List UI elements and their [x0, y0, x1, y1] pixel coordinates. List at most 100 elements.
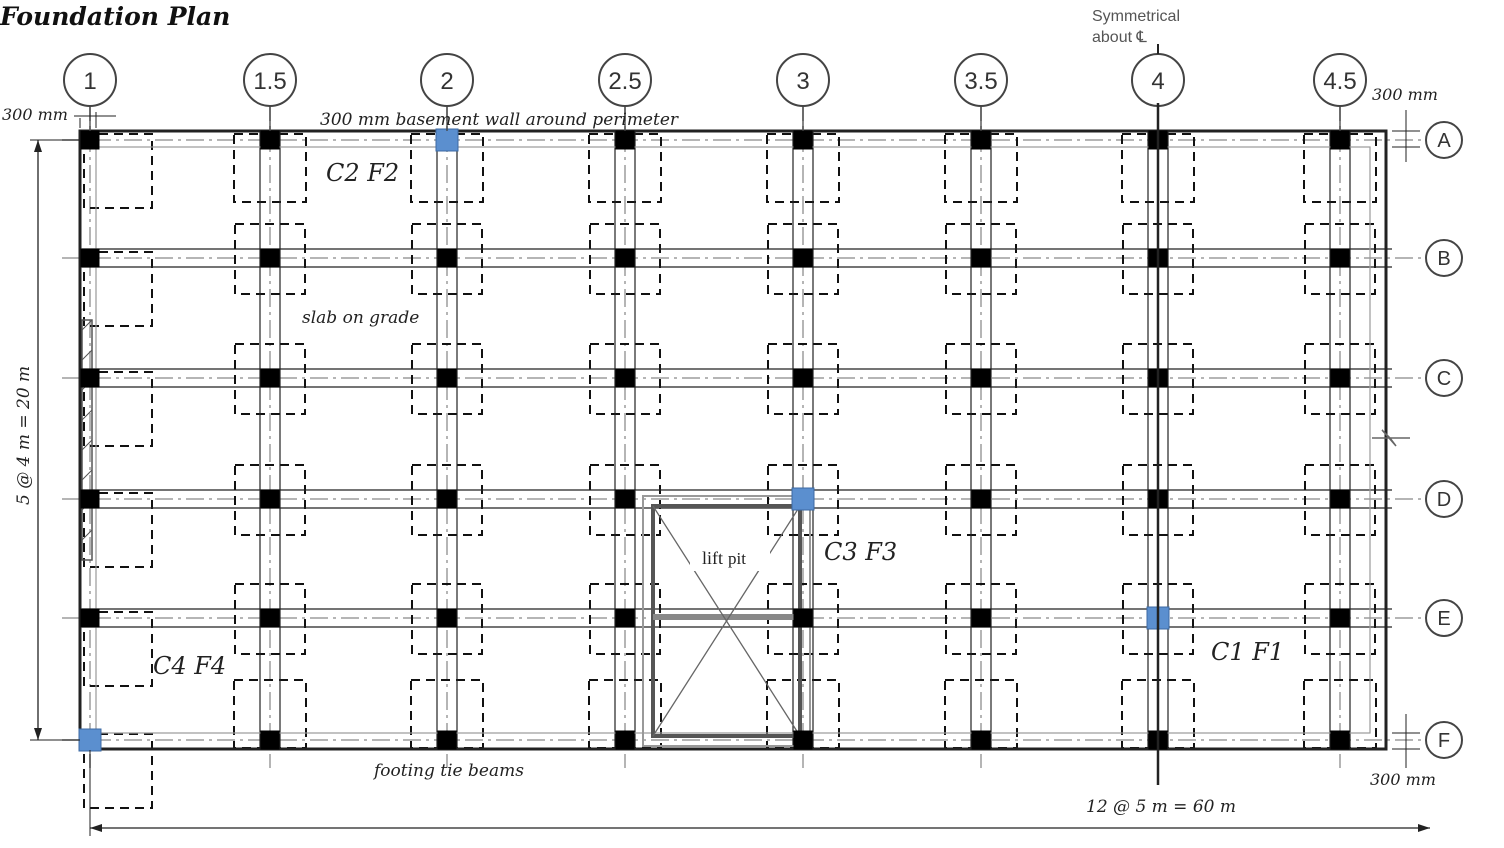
lift-pit-diagonal-2 [652, 505, 801, 737]
dim-arrow-horizontal-right [1418, 824, 1430, 832]
column-1.5-d [260, 489, 280, 509]
footing-1-d [83, 492, 153, 568]
column-3-f [793, 730, 813, 750]
break-line-symbol [1372, 429, 1410, 447]
grid-label-row-d: D [1437, 489, 1451, 511]
symmetry-note-line-2: about ℄ [1092, 29, 1147, 46]
tie-beams-label: footing tie beams [372, 761, 524, 781]
footing-2.5-d [589, 464, 661, 536]
column-1.5-b [260, 248, 280, 268]
footing-3.5-e [945, 583, 1017, 655]
grid-bubble-col-2 [420, 53, 474, 107]
dim-wall-right-bottom: 300 mm [1370, 770, 1436, 789]
grid-label-col-4.5: 4.5 [1323, 68, 1356, 95]
basement-wall-inner [95, 146, 1371, 734]
footing-2-e [411, 583, 483, 655]
column-4.5-a [1330, 130, 1350, 150]
dim-vertical-span: 5 @ 4 m = 20 m [14, 366, 34, 505]
footing-1-b [83, 251, 153, 327]
footing-1-e [83, 611, 153, 687]
column-2-e [437, 608, 457, 628]
footing-1-c [83, 371, 153, 447]
column-4.5-c [1330, 368, 1350, 388]
column-2-a [435, 128, 459, 152]
footing-3.5-f [944, 679, 1018, 749]
column-4.5-d [1330, 489, 1350, 509]
dim-arrow-vertical-top [34, 140, 42, 152]
column-2-b [437, 248, 457, 268]
column-2.5-d [615, 489, 635, 509]
column-3.5-b [971, 248, 991, 268]
column-1.5-c [260, 368, 280, 388]
grid-label-col-3: 3 [796, 68, 809, 95]
grid-label-col-2: 2 [440, 68, 453, 95]
column-3.5-e [971, 608, 991, 628]
tag-c3-f3: C3 F3 [824, 538, 897, 566]
dim-arrow-horizontal-left [90, 824, 102, 832]
column-1-f [78, 728, 102, 752]
dim-arrow-vertical-bottom [34, 728, 42, 740]
column-3.5-f [971, 730, 991, 750]
grid-label-col-2.5: 2.5 [608, 68, 641, 95]
grid-bubble-col-3.5 [954, 53, 1008, 107]
column-3-d [791, 487, 815, 511]
grid-label-col-4: 4 [1151, 68, 1164, 95]
lift-pit-label-bg [690, 543, 770, 571]
grid-bubble-row-a [1425, 121, 1463, 159]
footing-1.5-b [234, 223, 306, 295]
column-1-b [80, 248, 100, 268]
footing-2.5-b [589, 223, 661, 295]
grid-label-row-b: B [1437, 248, 1450, 270]
symmetry-note: Symmetrical about ℄ [1092, 6, 1180, 48]
column-1.5-a [260, 130, 280, 150]
dim-wall-left: 300 mm [2, 105, 68, 124]
column-3.5-a [971, 130, 991, 150]
tag-c2-f2: C2 F2 [326, 159, 399, 187]
lift-pit-label-italic: lift [702, 548, 723, 568]
basement-wall-label: 300 mm basement wall around perimeter [320, 110, 679, 130]
footing-2.5-f [588, 679, 662, 749]
footing-2-d [411, 464, 483, 536]
column-3-b [793, 248, 813, 268]
grid-bubble-row-d [1425, 480, 1463, 518]
grid-bubble-col-1.5 [243, 53, 297, 107]
column-2-c [437, 368, 457, 388]
grid-bubble-col-1 [63, 53, 117, 107]
drawing-title: Foundation Plan [0, 2, 231, 31]
footing-2-b [411, 223, 483, 295]
grid-bubble-row-c [1425, 359, 1463, 397]
column-1-a [80, 130, 100, 150]
column-3-a [793, 130, 813, 150]
grid-bubble-col-2.5 [598, 53, 652, 107]
grid-bubble-row-f [1425, 721, 1463, 759]
footing-3.5-b [945, 223, 1017, 295]
column-2-f [437, 730, 457, 750]
footing-4.5-e [1304, 583, 1376, 655]
basement-wall-outer [78, 129, 1388, 751]
column-4.5-b [1330, 248, 1350, 268]
grid-bubble-row-b [1425, 239, 1463, 277]
dim-wall-right-top: 300 mm [1372, 85, 1438, 104]
column-2.5-f [615, 730, 635, 750]
footing-2-f [410, 679, 484, 749]
dim-horizontal-span: 12 @ 5 m = 60 m [1086, 797, 1236, 817]
column-2.5-c [615, 368, 635, 388]
column-2.5-b [615, 248, 635, 268]
footing-3.5-c [945, 343, 1017, 415]
column-1-c [80, 368, 100, 388]
grid-label-row-f: F [1438, 730, 1450, 752]
column-2.5-e [615, 608, 635, 628]
column-1-d [80, 489, 100, 509]
column-1-e [80, 608, 100, 628]
column-4.5-e [1330, 608, 1350, 628]
footing-4.5-f [1303, 679, 1377, 749]
footing-3-f [766, 679, 840, 749]
footing-4.5-c [1304, 343, 1376, 415]
symmetry-note-line-1: Symmetrical [1092, 8, 1181, 25]
footing-1.5-c [234, 343, 306, 415]
column-2-d [437, 489, 457, 509]
footing-3.5-d [945, 464, 1017, 536]
